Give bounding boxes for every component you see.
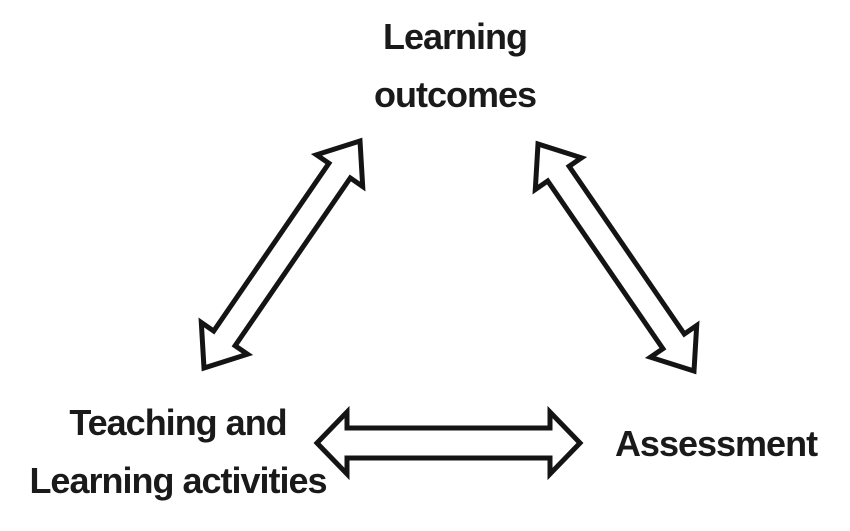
node-teaching-learning-activities: Teaching and Learning activities — [3, 394, 353, 510]
node-assessment-line1: Assessment — [614, 423, 818, 464]
node-learning-outcomes-line2: outcomes — [373, 74, 537, 115]
node-teaching-line2: Learning activities — [29, 460, 327, 501]
double-arrow-teaching-assessment — [313, 405, 584, 481]
node-learning-outcomes: Learning outcomes — [280, 8, 630, 124]
node-learning-outcomes-line1: Learning — [382, 16, 528, 57]
node-teaching-line1: Teaching and — [69, 402, 287, 443]
node-assessment: Assessment — [586, 415, 846, 473]
double-arrow-outcomes-teaching — [198, 137, 366, 372]
double-arrow-outcomes-assessment — [532, 140, 700, 375]
